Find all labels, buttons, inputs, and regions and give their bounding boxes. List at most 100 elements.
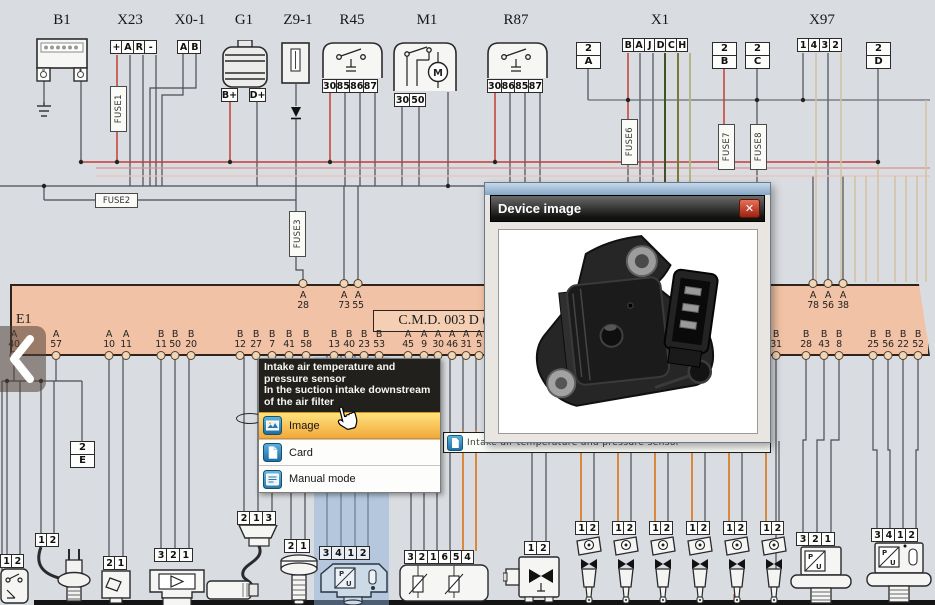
- bus-pin[interactable]: [898, 351, 908, 360]
- switch-icon[interactable]: [0, 568, 30, 605]
- component-label-m1: M1: [416, 12, 438, 28]
- bus-pin-label: A 45: [402, 329, 414, 350]
- relay-r87-icon[interactable]: [487, 42, 548, 79]
- generator-terminal-bplus[interactable]: B+: [221, 88, 238, 102]
- bus-pin[interactable]: [461, 351, 471, 360]
- bus-pin[interactable]: [156, 351, 166, 360]
- bus-pin[interactable]: [801, 351, 811, 360]
- bus-pin[interactable]: [121, 351, 131, 360]
- generator-icon[interactable]: [222, 40, 268, 88]
- fuse-3[interactable]: FUSE3: [289, 211, 306, 257]
- bus-pin[interactable]: [170, 351, 180, 360]
- bus-pin[interactable]: [51, 351, 61, 360]
- relay-r45-icon[interactable]: [322, 42, 383, 79]
- bus-pin[interactable]: [913, 351, 923, 360]
- bus-pin-label: B 58: [300, 329, 312, 350]
- bus-pin[interactable]: [186, 351, 196, 360]
- bus-pin[interactable]: [235, 351, 245, 360]
- fuse-8[interactable]: FUSE8: [750, 124, 767, 170]
- injector-icon[interactable]: [721, 535, 753, 605]
- injector-icon[interactable]: [758, 535, 790, 605]
- menu-item-card[interactable]: Card: [259, 439, 440, 465]
- bus-pin[interactable]: [447, 351, 457, 360]
- bus-pin-label: A 56: [822, 290, 834, 311]
- bus-pin[interactable]: [819, 351, 829, 360]
- fuse-7[interactable]: FUSE7: [718, 124, 735, 170]
- cable-sensor-icon[interactable]: [205, 525, 283, 603]
- menu-item-image[interactable]: Image: [259, 412, 440, 439]
- context-menu: Intake air temperature and pressure sens…: [258, 358, 441, 493]
- amplifier-sensor-icon[interactable]: [146, 562, 208, 605]
- fuse-2[interactable]: FUSE2: [95, 193, 138, 208]
- glow-plug-icon[interactable]: [33, 547, 93, 605]
- fuse-1[interactable]: FUSE1: [110, 86, 127, 132]
- component-label-x97: X97: [809, 12, 835, 28]
- bus-pin[interactable]: [771, 351, 781, 360]
- injector-icon[interactable]: [573, 535, 605, 605]
- bus-pin[interactable]: [838, 279, 848, 288]
- heater-element-icon[interactable]: [281, 42, 311, 84]
- fuse-6[interactable]: FUSE6: [621, 119, 638, 165]
- bus-pin-label: B 13: [328, 329, 340, 350]
- pressure-sensor-b-icon[interactable]: P U: [865, 542, 935, 605]
- menu-item-manual-mode[interactable]: Manual mode: [259, 465, 440, 492]
- bus-pin[interactable]: [339, 279, 349, 288]
- injector-icon[interactable]: [647, 535, 679, 605]
- bus-pin[interactable]: [353, 279, 363, 288]
- map-sensor-icon[interactable]: P U: [313, 560, 393, 605]
- bus-pin[interactable]: [808, 279, 818, 288]
- window-top-strip: [485, 183, 770, 195]
- pressure-sensor-a-icon[interactable]: P U: [789, 546, 853, 605]
- bus-pin[interactable]: [823, 279, 833, 288]
- bus-pin[interactable]: [298, 279, 308, 288]
- valve-icon[interactable]: [503, 555, 565, 604]
- generator-terminal-dplus[interactable]: D+: [249, 88, 266, 102]
- close-icon[interactable]: ✕: [739, 199, 760, 218]
- menu-item-manual-mode-label: Manual mode: [289, 473, 356, 485]
- battery-icon[interactable]: [36, 38, 88, 82]
- bus-pin[interactable]: [834, 351, 844, 360]
- bus-pin[interactable]: [883, 351, 893, 360]
- bus-pin-label: B 11: [155, 329, 167, 350]
- resistor-block-icon[interactable]: [399, 564, 491, 604]
- injector-icon[interactable]: [610, 535, 642, 605]
- bus-pin[interactable]: [104, 351, 114, 360]
- window-titlebar[interactable]: Device image ✕: [490, 195, 765, 222]
- bus-pin[interactable]: [868, 351, 878, 360]
- injector-icon[interactable]: [684, 535, 716, 605]
- small-sensor-icon[interactable]: [100, 570, 133, 604]
- starter-motor-icon[interactable]: M: [393, 42, 457, 92]
- bus-pin[interactable]: [474, 351, 484, 360]
- document-icon: [447, 434, 463, 451]
- back-button[interactable]: [0, 326, 46, 392]
